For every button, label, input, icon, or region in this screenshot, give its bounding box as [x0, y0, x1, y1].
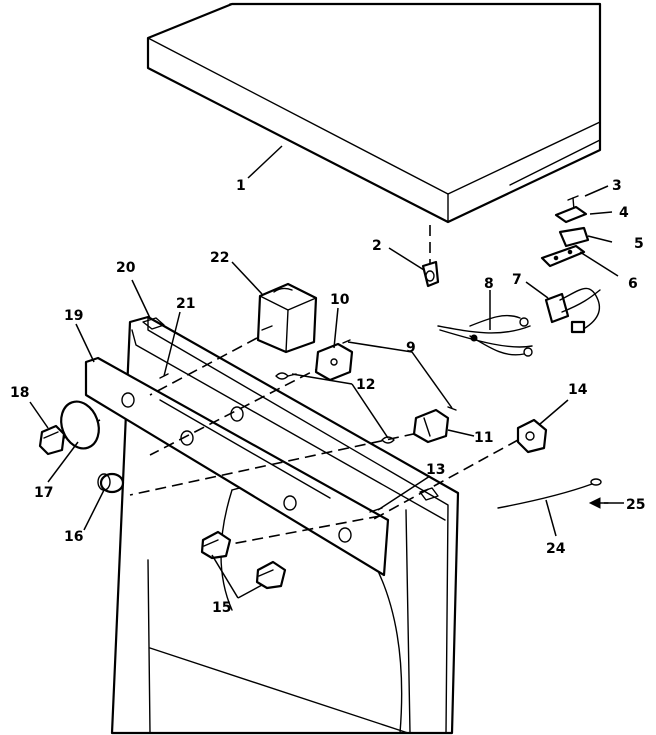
callout-3: 3 — [612, 178, 622, 194]
callout-12: 12 — [356, 377, 375, 393]
callout-14: 14 — [568, 382, 588, 398]
callout-1: 1 — [236, 178, 246, 194]
callout-4: 4 — [619, 205, 629, 221]
callout-21: 21 — [176, 296, 195, 312]
callout-2: 2 — [372, 238, 382, 254]
callout-25: 25 — [626, 497, 645, 513]
callout-24: 24 — [546, 541, 566, 557]
part-20-front-frame — [110, 315, 460, 735]
callout-20: 20 — [116, 260, 136, 276]
part-6-bracket — [540, 244, 586, 268]
part-10-switch — [314, 342, 354, 382]
callout-10: 10 — [330, 292, 350, 308]
callout-7: 7 — [512, 272, 522, 288]
part-17-dial — [60, 400, 100, 450]
callout-17: 17 — [34, 485, 53, 501]
part-19-control-panel — [84, 356, 390, 577]
leader-lines — [29, 145, 624, 599]
callout-11: 11 — [474, 430, 493, 446]
callout-16: 16 — [64, 529, 83, 545]
part-2-clip — [421, 260, 440, 288]
part-11-switch — [412, 408, 450, 444]
callout-5: 5 — [634, 236, 644, 252]
callout-8: 8 — [484, 276, 494, 292]
part-5-bracket — [558, 226, 590, 248]
callout-22: 22 — [210, 250, 229, 266]
part-1-top-panel — [146, 2, 602, 224]
callout-15: 15 — [212, 600, 231, 616]
part-24-wire — [497, 478, 602, 509]
part-4-pad — [554, 205, 588, 224]
callout-18: 18 — [10, 385, 29, 401]
callout-19: 19 — [64, 308, 83, 324]
part-15-knobs — [200, 530, 287, 590]
callout-9: 9 — [406, 340, 416, 356]
part-7-wire-harness — [544, 287, 601, 334]
part-18-knob — [38, 424, 66, 456]
part-16-knob-cap — [97, 472, 125, 494]
callout-6: 6 — [628, 276, 638, 292]
part-8-wire-harness — [437, 314, 533, 357]
part-14-buzzer — [516, 418, 548, 454]
part-9-screw — [342, 339, 457, 411]
callout-labels: 1 2 3 4 5 6 7 8 9 10 11 12 13 14 15 16 1… — [10, 178, 645, 616]
part-22-timer — [256, 282, 318, 354]
callout-13: 13 — [426, 462, 445, 478]
